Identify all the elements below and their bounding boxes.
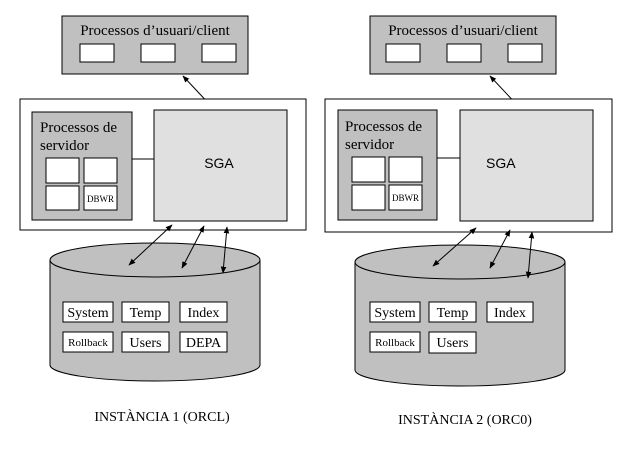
sga-disk-arrow [128,224,173,266]
database-cylinder [354,262,566,387]
server-process-slot [351,184,386,211]
client-process-slot [140,43,176,63]
client-process-slot [446,43,482,63]
server-process-slot [388,156,423,183]
tablespace-box [62,331,114,353]
sga-box [153,109,288,222]
database-cylinder-top [49,242,261,278]
server-process-slot [351,156,386,183]
tablespace-box [62,301,114,323]
instance-2: Processos d’usuari/client Processos de s… [324,15,613,428]
tablespace-label: DEPA [186,336,222,351]
client-process-slot [507,43,543,63]
tablespace-label: Index [494,306,526,321]
tablespace-label: Temp [437,306,469,321]
sga-disk-arrow [181,225,205,269]
instance-caption: INSTÀNCIA 1 (ORCL) [94,408,230,425]
tablespace-box [428,331,477,354]
tablespace-box [369,331,421,353]
tablespace-label: Temp [130,306,162,321]
dbwr-process-box [388,184,423,211]
server-process-slot [45,157,80,184]
server-processes-label-line1: Processos de [40,120,117,136]
instance-1: Processos d’usuari/client Processos de s… [19,15,307,425]
tablespace-label: Rollback [68,337,108,349]
sga-label: SGA [486,155,516,171]
tablespace-label: System [374,306,415,321]
dbwr-label: DBWR [392,193,419,203]
client-processes-label: Processos d’usuari/client [80,23,230,39]
tablespace-box [179,331,228,353]
sga-disk-arrow [432,227,477,267]
tablespace-box [486,301,534,323]
instance-caption: INSTÀNCIA 2 (ORC0) [398,411,532,428]
tablespace-box [121,301,170,323]
sga-box [459,109,594,222]
tablespace-box [121,331,170,353]
server-processes-label-line2: servidor [345,137,394,153]
dbwr-process-box [83,185,118,211]
tablespace-box [428,301,477,323]
client-process-slot [79,43,115,63]
client-process-slot [201,43,237,63]
server-process-slot [83,157,118,184]
tablespace-label: Users [130,336,162,351]
server-processes-label-line2: servidor [40,138,89,154]
client-process-slot [385,43,421,63]
tablespace-label: Rollback [375,337,415,349]
sga-disk-arrow [525,231,535,279]
database-cylinder-top [354,244,566,280]
server-processes-label-line1: Processos de [345,119,422,135]
tablespace-box [179,301,228,323]
tablespace-label: System [67,306,108,321]
client-processes-label: Processos d’usuari/client [388,23,538,39]
tablespace-label: Users [437,336,469,351]
tablespace-label: Index [188,306,220,321]
dbwr-label: DBWR [87,194,114,204]
tablespace-box [369,301,421,323]
sga-label: SGA [204,155,234,171]
server-process-slot [45,185,80,211]
sga-disk-arrow [489,229,511,269]
sga-disk-arrow [220,226,230,274]
